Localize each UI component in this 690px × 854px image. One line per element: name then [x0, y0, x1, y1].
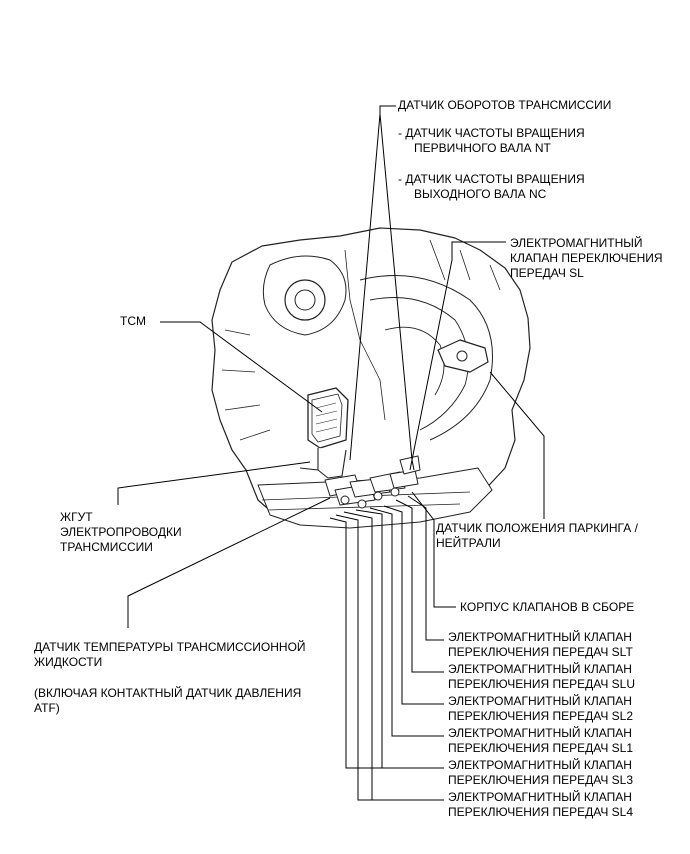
tcm-label: TCM [120, 314, 146, 328]
fluid-temp-sensor-label: ДАТЧИК ТЕМПЕРАТУРЫ ТРАНСМИССИОННОЙ ЖИДКО… [34, 640, 306, 669]
park-neutral-sensor-label: ДАТЧИК ПОЛОЖЕНИЯ ПАРКИНГА / НЕЙТРАЛИ [436, 521, 638, 550]
fluid-temp-note-label: (ВКЛЮЧАЯ КОНТАКТНЫЙ ДАТЧИК ДАВЛЕНИЯ ATF) [34, 686, 302, 715]
sl-solenoid-label: ЭЛЕКТРОМАГНИТНЫЙ КЛАПАН ПЕРЕКЛЮЧЕНИЯ ПЕР… [510, 236, 663, 280]
leader-lines [117, 105, 545, 801]
input-shaft-speed-sensor-label: - ДАТЧИК ЧАСТОТЫ ВРАЩЕНИЯ ПЕРВИЧНОГО ВАЛ… [398, 126, 585, 155]
wiring-harness-label: ЖГУТ ЭЛЕКТРОПРОВОДКИ ТРАНСМИССИИ [60, 510, 182, 554]
transmission-speed-sensor-label: ДАТЧИК ОБОРОТОВ ТРАНСМИССИИ [398, 98, 612, 112]
valve-body-label: КОРПУС КЛАПАНОВ В СБОРЕ [460, 600, 635, 614]
transmission-illustration [211, 227, 531, 529]
output-shaft-speed-sensor-label: - ДАТЧИК ЧАСТОТЫ ВРАЩЕНИЯ ВЫХОДНОГО ВАЛА… [398, 172, 585, 201]
